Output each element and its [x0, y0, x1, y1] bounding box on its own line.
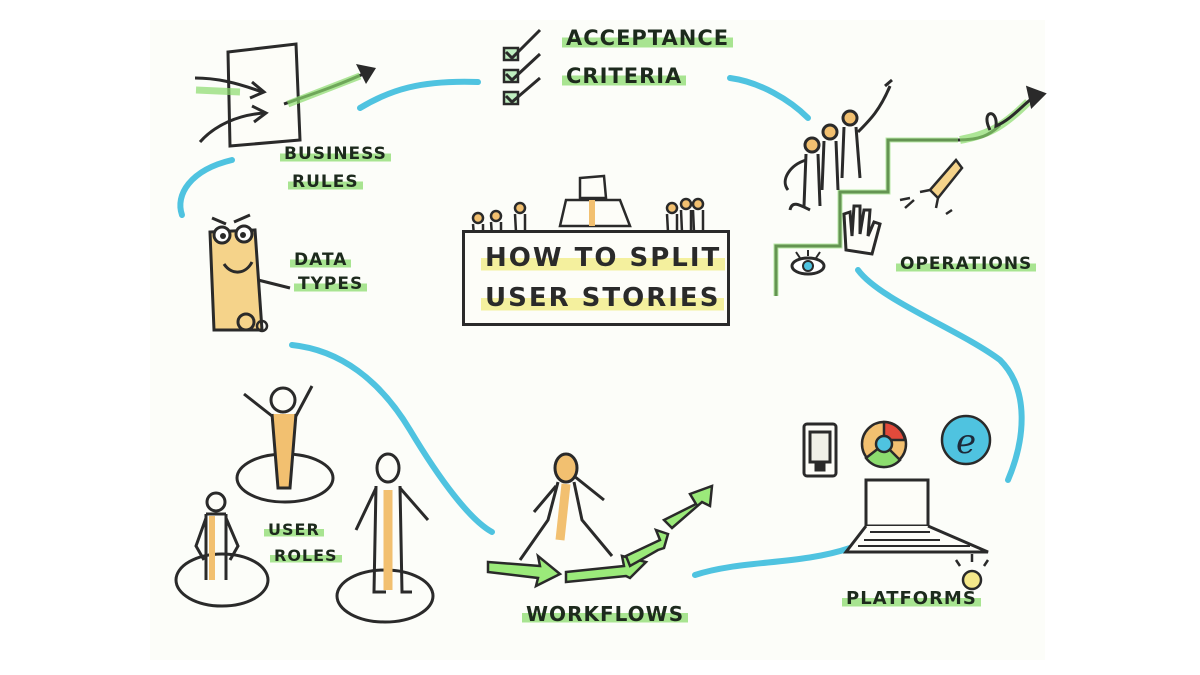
rocket-icon — [899, 158, 964, 216]
lightbulb-icon — [954, 554, 990, 591]
cheering-person-icon — [235, 385, 335, 504]
data-types-label-2: TYPES — [294, 276, 368, 293]
connector-datatypes-workflows — [289, 342, 495, 535]
eye-icon — [790, 250, 826, 276]
user-roles-label-2: ROLES — [270, 548, 342, 564]
hand-icon — [842, 204, 882, 256]
acceptance-criteria-label-2: CRITERIA — [562, 66, 687, 87]
phone-icon — [802, 422, 838, 478]
connector-platforms-workflows — [692, 545, 853, 578]
user-roles-label-1: USER — [264, 522, 324, 538]
checklist-icon — [502, 28, 542, 106]
browser-ie-icon: e — [940, 414, 992, 466]
connector-datatypes-rules — [177, 157, 235, 218]
title-line-2: USER STORIES — [481, 283, 725, 313]
connectors — [177, 75, 1025, 578]
title-line-1: HOW TO SPLIT — [481, 243, 726, 273]
title-box: HOW TO SPLIT USER STORIES — [462, 230, 730, 326]
audience-icon — [471, 174, 705, 237]
standing-person-icon — [174, 491, 270, 608]
arrows-path-icon — [486, 484, 714, 589]
browser-chrome-icon — [860, 420, 908, 469]
svg-text:e: e — [956, 422, 976, 462]
laptop-icon — [842, 478, 989, 554]
business-rules-label-2: RULES — [288, 174, 363, 191]
connector-criteria-operations — [727, 75, 811, 121]
data-types-label-1: DATA — [290, 252, 352, 269]
walking-person-icon — [518, 452, 614, 561]
door-arrows-icon — [194, 42, 376, 148]
acceptance-criteria-label-1: ACCEPTANCE — [562, 28, 734, 49]
operations-label: OPERATIONS — [896, 256, 1037, 273]
platforms-label: PLATFORMS — [842, 590, 981, 608]
workflows-label: WORKFLOWS — [522, 604, 689, 624]
connector-operations-platforms — [855, 267, 1025, 483]
standing-person-icon — [335, 452, 435, 624]
stairs-people-icon — [773, 78, 1047, 296]
connector-rules-criteria — [357, 78, 481, 111]
business-rules-label-1: BUSINESS — [280, 146, 391, 163]
data-robot-icon — [208, 213, 291, 333]
